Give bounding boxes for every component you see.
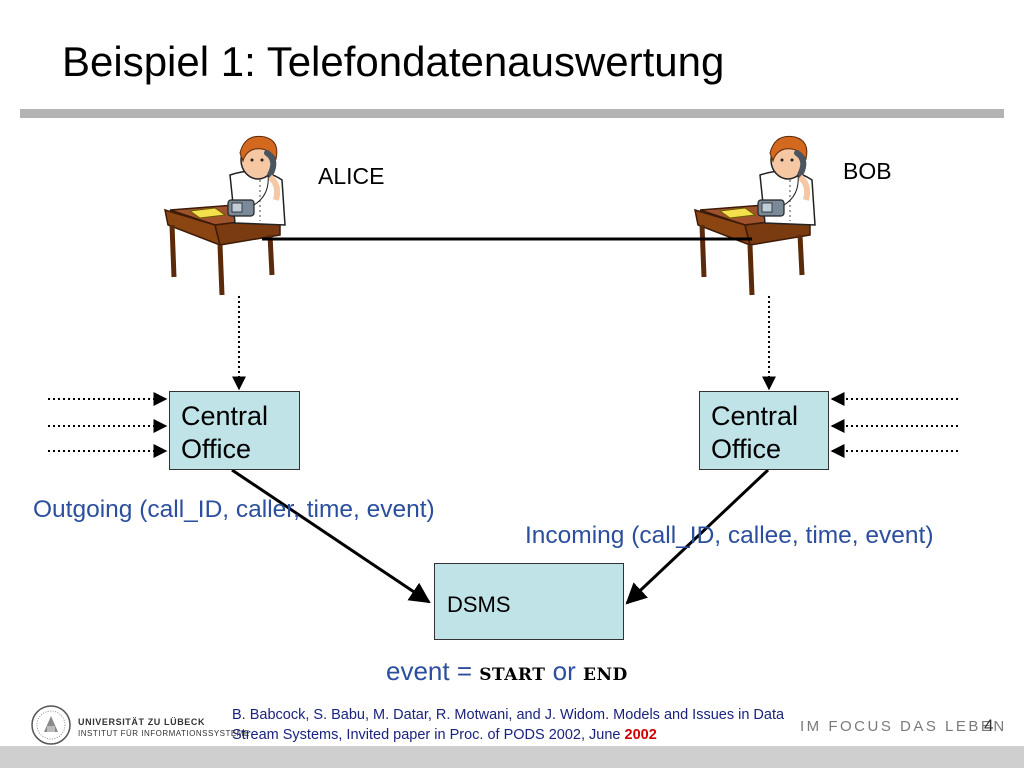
university-seal-icon xyxy=(31,705,71,745)
event-start-keyword: start xyxy=(479,657,546,686)
event-definition: event = start or end xyxy=(386,656,628,687)
university-slogan: IM FOCUS DAS LEBEN xyxy=(800,718,1007,735)
reference-citation: B. Babcock, S. Babu, M. Datar, R. Motwan… xyxy=(232,706,792,745)
outgoing-stream-arrow xyxy=(231,468,431,604)
page-number: 4 xyxy=(984,716,994,735)
university-name: UNIVERSITÄT ZU LÜBECK xyxy=(78,717,206,727)
incoming-relation-label: Incoming (call_ID, callee, time, event) xyxy=(525,522,934,549)
right-office-input-arrows xyxy=(830,392,958,458)
central-office-right: Central Office xyxy=(699,391,829,470)
alice-label: ALICE xyxy=(318,163,385,189)
left-office-input-arrows xyxy=(48,392,168,458)
alice-clipart-icon xyxy=(165,136,285,295)
dsms-label: DSMS xyxy=(447,592,511,617)
footer-band xyxy=(0,746,1024,768)
bob-label: BOB xyxy=(843,158,892,184)
office-label-line1: Central xyxy=(181,401,269,431)
office-label-line2: Office xyxy=(181,434,252,464)
slide-title: Beispiel 1: Telefondatenauswertung xyxy=(62,38,725,85)
bob-clipart-icon xyxy=(695,136,815,295)
outgoing-relation-label: Outgoing (call_ID, caller, time, event) xyxy=(33,496,435,523)
incoming-stream-arrow xyxy=(625,468,770,605)
title-divider xyxy=(20,109,1004,118)
event-or: or xyxy=(545,656,583,686)
event-end-keyword: end xyxy=(582,657,628,686)
institute-name: INSTITUT FÜR INFORMATIONSSYSTEME xyxy=(78,729,250,738)
central-office-left: Central Office xyxy=(169,391,300,470)
event-prefix: event = xyxy=(386,656,480,686)
office-label-line2: Office xyxy=(711,434,782,464)
reference-year: 2002 xyxy=(624,726,657,743)
reference-text: B. Babcock, S. Babu, M. Datar, R. Motwan… xyxy=(232,707,785,743)
dsms-box: DSMS xyxy=(434,563,624,640)
office-label-line1: Central xyxy=(711,401,799,431)
